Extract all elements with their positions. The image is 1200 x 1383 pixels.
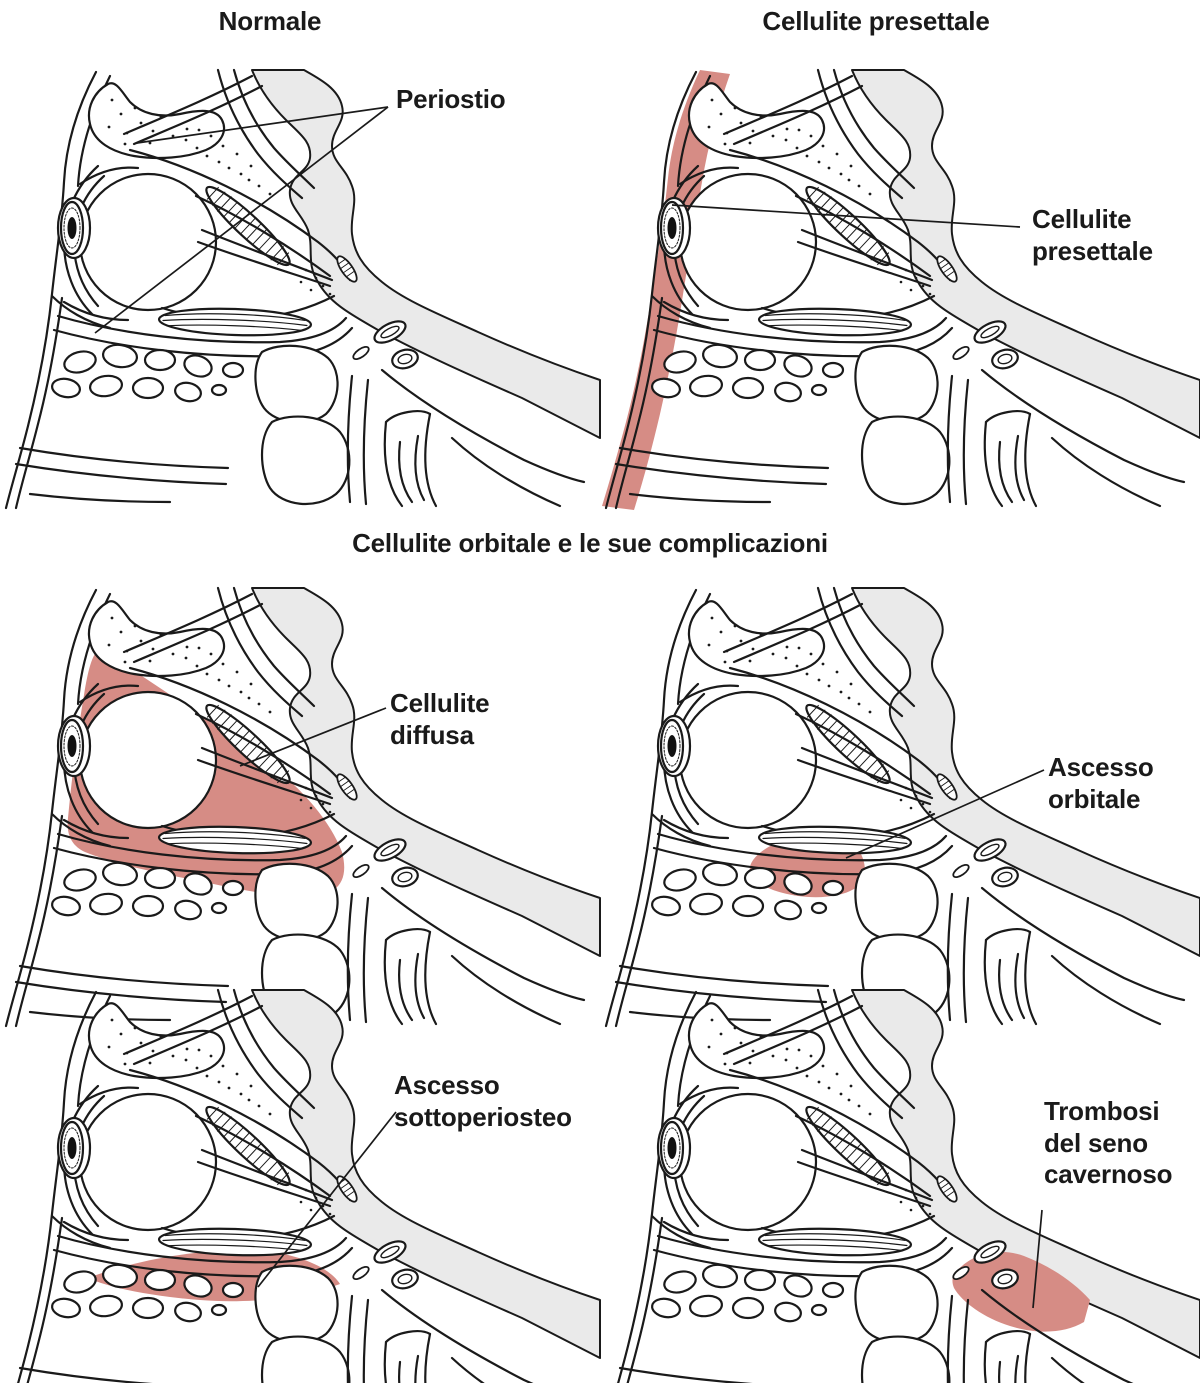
annotation-periostio: Periostio [396, 84, 506, 114]
annotation-presettale: Cellulite presettale [1032, 204, 1153, 266]
panel-normale [4, 68, 601, 510]
leader-lines-periostio [94, 106, 389, 334]
annotation-trombosi: Trombosi del seno cavernoso [1044, 1096, 1173, 1190]
leader-line-trombosi [1032, 1209, 1043, 1309]
leader-line-orbitale [845, 769, 1045, 859]
annotation-orbitale: Ascesso orbitale [1048, 752, 1154, 814]
leader-line-sottoperiosteo [257, 1111, 397, 1288]
highlight-cavernous-sinus-thrombosis [952, 1251, 1090, 1332]
panel-orbitale [604, 586, 1200, 1028]
section-title: Cellulite orbitale e le sue complicazion… [352, 528, 828, 558]
panel-trombosi [604, 988, 1200, 1383]
panel-title-presettale: Cellulite presettale [762, 6, 990, 36]
panel-diffusa [4, 586, 601, 1028]
annotation-sottoperiosteo: Ascesso sottoperiosteo [394, 1070, 572, 1132]
panel-presettale [602, 68, 1200, 510]
panel-sottoperiosteo [4, 988, 601, 1383]
leader-line-diffusa [239, 707, 387, 767]
annotation-diffusa: Cellulite diffusa [390, 688, 490, 750]
leader-line-presettale [671, 204, 1021, 228]
panel-title-normale: Normale [218, 6, 322, 36]
